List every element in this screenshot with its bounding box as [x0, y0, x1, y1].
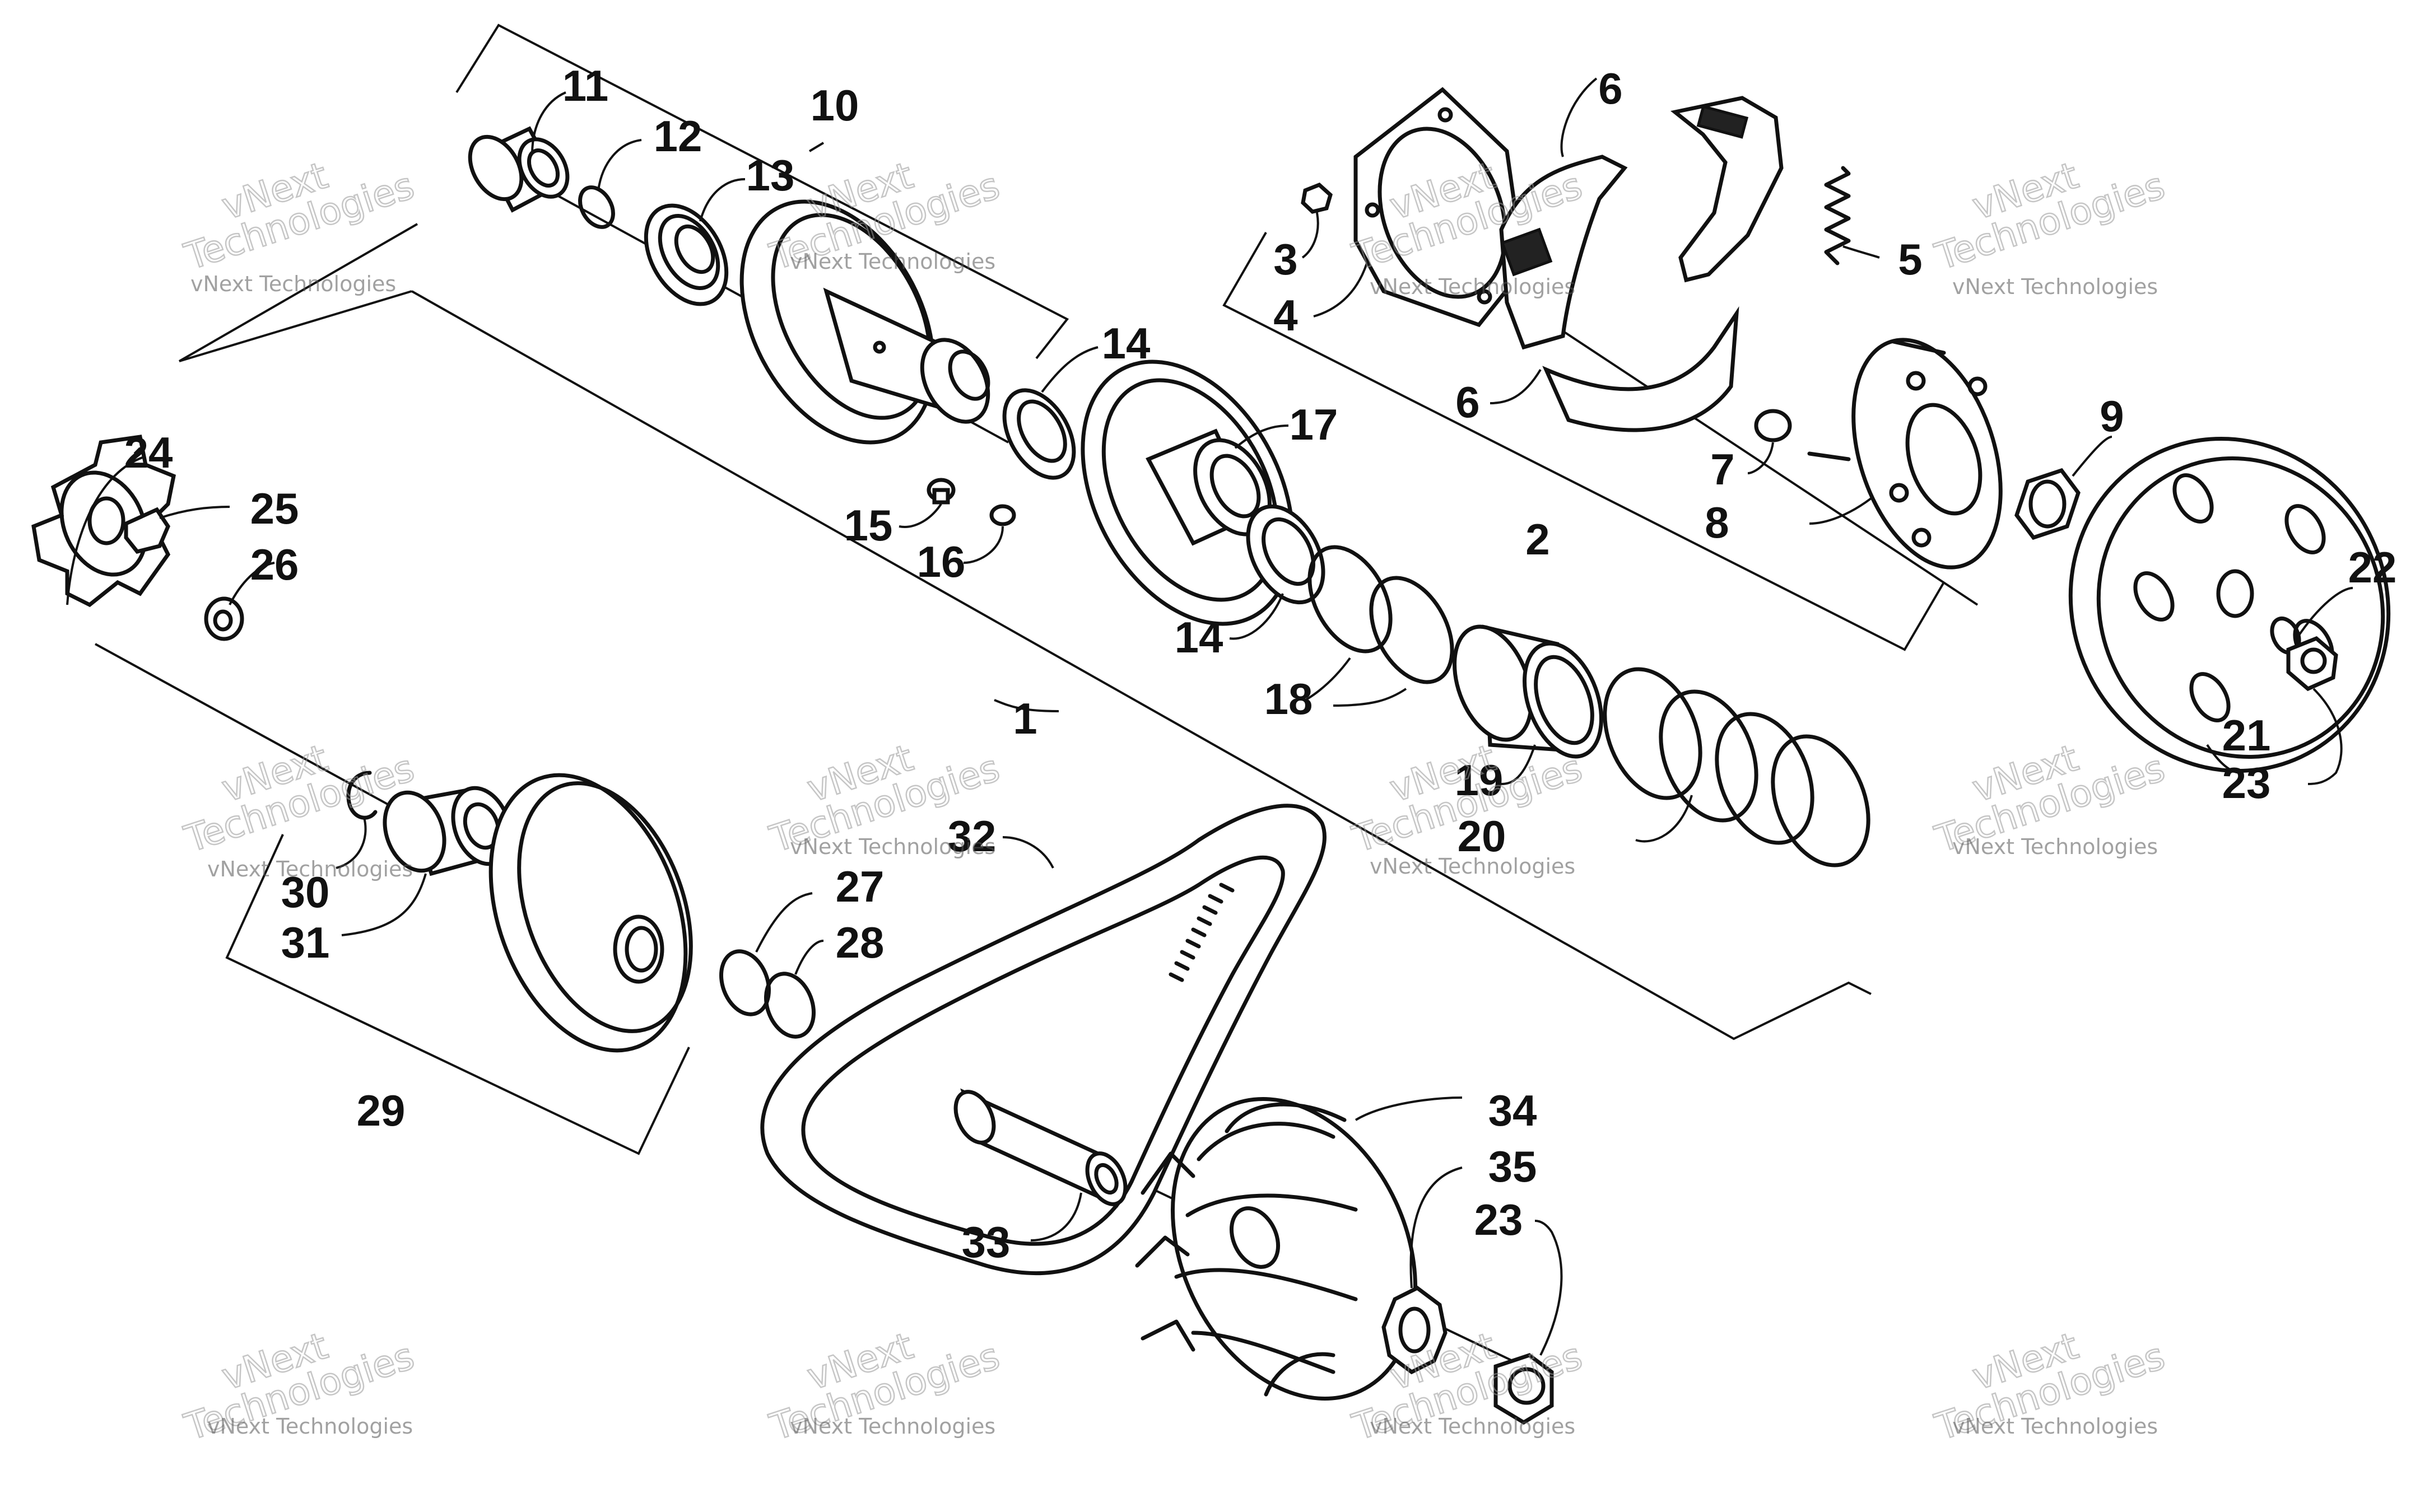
watermark-small: vNext Technologies	[1952, 274, 2158, 299]
part-12-snap-ring	[578, 185, 615, 229]
callout-28: 28	[836, 918, 885, 967]
callout-15: 15	[844, 501, 893, 550]
callout-10: 10	[811, 81, 859, 130]
callout-labels: 1 2 3 4 5 6 6 7 8 9 10 11 12 13 14 14 15…	[124, 61, 2397, 1267]
part-7-pin	[1754, 409, 1851, 461]
part-6-clutch-shoe-top	[1670, 96, 1784, 283]
part-6-clutch-shoe-lower	[1542, 306, 1739, 432]
callout-29: 29	[357, 1086, 406, 1135]
part-32-drive-belt	[760, 804, 1327, 1275]
callout-9: 9	[2100, 391, 2124, 441]
part-13-bearing	[644, 203, 729, 306]
callout-23-upper: 23	[2222, 758, 2271, 808]
callout-6-bottom: 6	[1455, 377, 1479, 427]
callout-17: 17	[1290, 400, 1338, 449]
callout-2: 2	[1525, 515, 1549, 564]
part-6-clutch-shoe-upper	[1499, 155, 1628, 350]
watermark-small: vNext Technologies	[1370, 274, 1575, 299]
callout-7: 7	[1710, 445, 1734, 494]
part-10-fixed-sheave	[739, 199, 990, 445]
bracket-assembly-2	[1222, 232, 1945, 651]
part-26-roller	[204, 596, 244, 641]
leader-lines	[66, 77, 2353, 1356]
watermarks: vNext Technologies vNext Technologies vN…	[179, 153, 2170, 1449]
callout-4: 4	[1273, 291, 1297, 340]
watermark-small: vNext Technologies	[790, 249, 995, 274]
callout-25: 25	[250, 484, 299, 533]
part-9-hex-nut	[2014, 468, 2081, 540]
callout-27: 27	[836, 862, 885, 911]
part-25-slider	[124, 507, 170, 554]
callout-34: 34	[1488, 1086, 1537, 1135]
callout-35: 35	[1488, 1142, 1537, 1191]
watermark: vNext Technologies	[179, 153, 420, 279]
callout-30: 30	[281, 867, 330, 917]
watermark-small: vNext Technologies	[1370, 1414, 1575, 1439]
callout-16: 16	[917, 537, 966, 586]
callout-11: 11	[562, 61, 608, 110]
bracket-assembly-29	[225, 834, 690, 1155]
callout-18: 18	[1264, 674, 1313, 724]
part-19-spring-collar	[1453, 624, 1603, 759]
part-30-snap-ring	[346, 771, 378, 820]
part-20-spring	[1603, 667, 1870, 867]
callout-33: 33	[962, 1217, 1011, 1267]
part-34-fan	[1135, 1097, 1417, 1401]
callout-22: 22	[2348, 543, 2397, 592]
callout-24: 24	[124, 428, 173, 477]
part-18-o-ring-b	[1369, 576, 1454, 684]
callout-14-bottom: 14	[1175, 613, 1223, 662]
callout-23-lower: 23	[1474, 1195, 1523, 1244]
part-28-ring	[764, 972, 816, 1039]
watermark-small: vNext Technologies	[207, 1414, 413, 1439]
callout-21: 21	[2222, 711, 2271, 760]
part-8-clutch-carrier	[1851, 338, 2003, 570]
part-24-ramp-plate	[31, 435, 176, 608]
watermark-small: vNext Technologies	[1952, 834, 2158, 859]
watermark: vNext Technologies	[1929, 153, 2170, 279]
part-27-ring	[719, 949, 771, 1016]
watermark-small: vNext Technologies	[790, 834, 995, 859]
callout-14-top: 14	[1102, 319, 1151, 368]
callout-6-top: 6	[1598, 64, 1622, 113]
part-35-hub	[1381, 1285, 1448, 1375]
part-5-clutch-spring	[1824, 166, 1851, 265]
watermark: vNext Technologies	[179, 735, 420, 861]
part-14-bearing-upper	[1002, 388, 1076, 480]
watermark-small: vNext Technologies	[207, 857, 413, 881]
part-4-clutch-plate	[1353, 87, 1526, 328]
watermark-small: vNext Technologies	[190, 272, 396, 296]
part-29-driven-sheave	[488, 773, 693, 1053]
watermark-small: vNext Technologies	[1370, 854, 1575, 879]
bracket-assembly-1	[411, 290, 1872, 1040]
watermark-small: vNext Technologies	[1952, 1414, 2158, 1439]
bracket-assembly-1-left	[179, 223, 418, 362]
part-23-nut-upper	[2286, 636, 2338, 692]
part-15-pin	[927, 478, 956, 505]
bracket-assembly-10	[455, 24, 1069, 360]
watermark-small: vNext Technologies	[790, 1414, 995, 1439]
callout-12: 12	[654, 111, 702, 161]
callout-19: 19	[1455, 755, 1504, 805]
part-23-nut-lower	[1493, 1353, 1554, 1425]
part-11-bushing	[468, 126, 570, 213]
callout-20: 20	[1458, 811, 1506, 861]
callout-32: 32	[948, 811, 997, 861]
part-33-sleeve	[953, 1088, 1128, 1208]
part-3-nut	[1301, 182, 1333, 214]
callout-31: 31	[281, 918, 330, 967]
callout-3: 3	[1273, 235, 1297, 284]
callout-1: 1	[1013, 694, 1037, 743]
callout-26: 26	[250, 540, 299, 589]
part-16-slider	[989, 504, 1016, 526]
callout-5: 5	[1898, 235, 1922, 284]
callout-8: 8	[1705, 498, 1729, 547]
part-17-sliding-sheave	[1081, 360, 1295, 626]
part-14-seal-lower	[1246, 504, 1325, 605]
callout-13: 13	[746, 151, 795, 200]
